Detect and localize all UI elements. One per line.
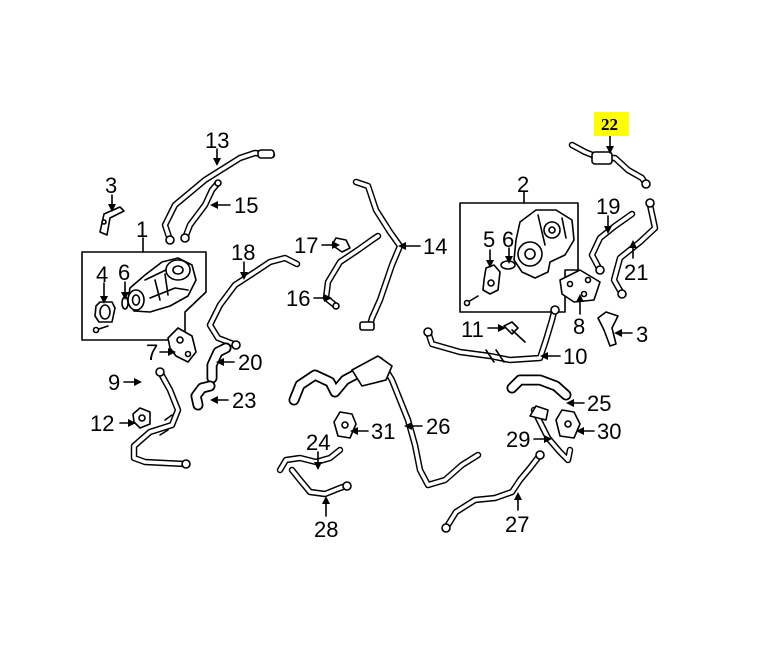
part-3-bracket-left[interactable] [99,206,125,236]
callout-24[interactable]: 24 [306,430,330,455]
part-7-bracket[interactable] [167,327,197,363]
callout-12[interactable]: 12 [90,411,114,436]
callout-30[interactable]: 30 [597,419,621,444]
leader-lines [100,135,637,517]
part-9-pipe[interactable] [130,367,191,469]
part-2-bolt[interactable] [463,295,479,307]
callout-17[interactable]: 17 [294,233,318,258]
part-1-turbocharger[interactable] [127,257,197,313]
callout-15[interactable]: 15 [234,193,258,218]
callout-6-right[interactable]: 6 [502,227,514,252]
callout-21[interactable]: 21 [624,260,648,285]
part-1-bolt[interactable] [92,325,109,334]
part-10-pipe[interactable] [423,305,560,364]
callout-27[interactable]: 27 [505,512,529,537]
part-2-group-box [459,202,579,313]
part-2-turbocharger[interactable] [513,209,575,279]
callout-20[interactable]: 20 [238,350,262,375]
part-11-fitting[interactable] [503,321,526,343]
part-17-clip[interactable] [331,237,351,253]
callout-labels: 1 2 3 3 4 5 6 6 7 8 9 10 11 12 13 14 15 … [90,115,648,542]
part-23-hose[interactable] [190,380,216,411]
part-28-pipe[interactable] [288,466,352,498]
callout-8[interactable]: 8 [573,314,585,339]
callout-22-highlighted[interactable]: 22 [601,115,618,134]
part-15-pipe[interactable] [180,179,222,243]
callout-23[interactable]: 23 [232,388,256,413]
part-26-pipe[interactable] [288,355,482,489]
callout-19[interactable]: 19 [596,194,620,219]
callout-7[interactable]: 7 [146,340,158,365]
part-22-hose[interactable] [568,141,651,189]
part-20-hose[interactable] [206,342,232,384]
part-4-seal[interactable] [94,301,116,323]
callout-9[interactable]: 9 [108,370,120,395]
part-13-pipe[interactable] [161,149,276,245]
part-29-pipe[interactable] [529,405,574,464]
part-27-pipe[interactable] [441,450,545,533]
callout-6-left[interactable]: 6 [118,260,130,285]
part-21-pipe[interactable] [610,198,659,299]
callout-3-left[interactable]: 3 [105,173,117,198]
callout-28[interactable]: 28 [314,517,338,542]
part-30-valve[interactable] [555,409,581,439]
callout-5[interactable]: 5 [483,227,495,252]
callout-25[interactable]: 25 [587,391,611,416]
part-6-oring-right[interactable] [500,260,516,270]
part-24-hose[interactable] [276,446,344,474]
callout-29[interactable]: 29 [506,427,530,452]
part-12-sensor[interactable] [132,407,151,429]
callout-2[interactable]: 2 [517,172,529,197]
callout-3-right[interactable]: 3 [636,322,648,347]
part-3-bracket-right[interactable] [597,311,619,347]
part-19-pipe[interactable] [588,210,636,275]
part-18-pipe[interactable] [206,254,301,350]
callout-26[interactable]: 26 [426,414,450,439]
part-14-pipe[interactable] [352,178,404,331]
part-31-valve[interactable] [333,411,357,439]
callout-16[interactable]: 16 [286,286,310,311]
callout-1[interactable]: 1 [136,217,148,242]
callout-4[interactable]: 4 [96,262,108,287]
callout-14[interactable]: 14 [423,234,447,259]
highlight-box-22 [594,112,629,136]
part-25-hose[interactable] [506,374,572,401]
part-8-gasket[interactable] [559,269,601,303]
callout-10[interactable]: 10 [563,344,587,369]
callout-31[interactable]: 31 [371,419,395,444]
callout-11[interactable]: 11 [461,317,484,342]
callout-13[interactable]: 13 [205,128,229,153]
part-5-actuator[interactable] [482,264,501,295]
callout-18[interactable]: 18 [231,240,255,265]
